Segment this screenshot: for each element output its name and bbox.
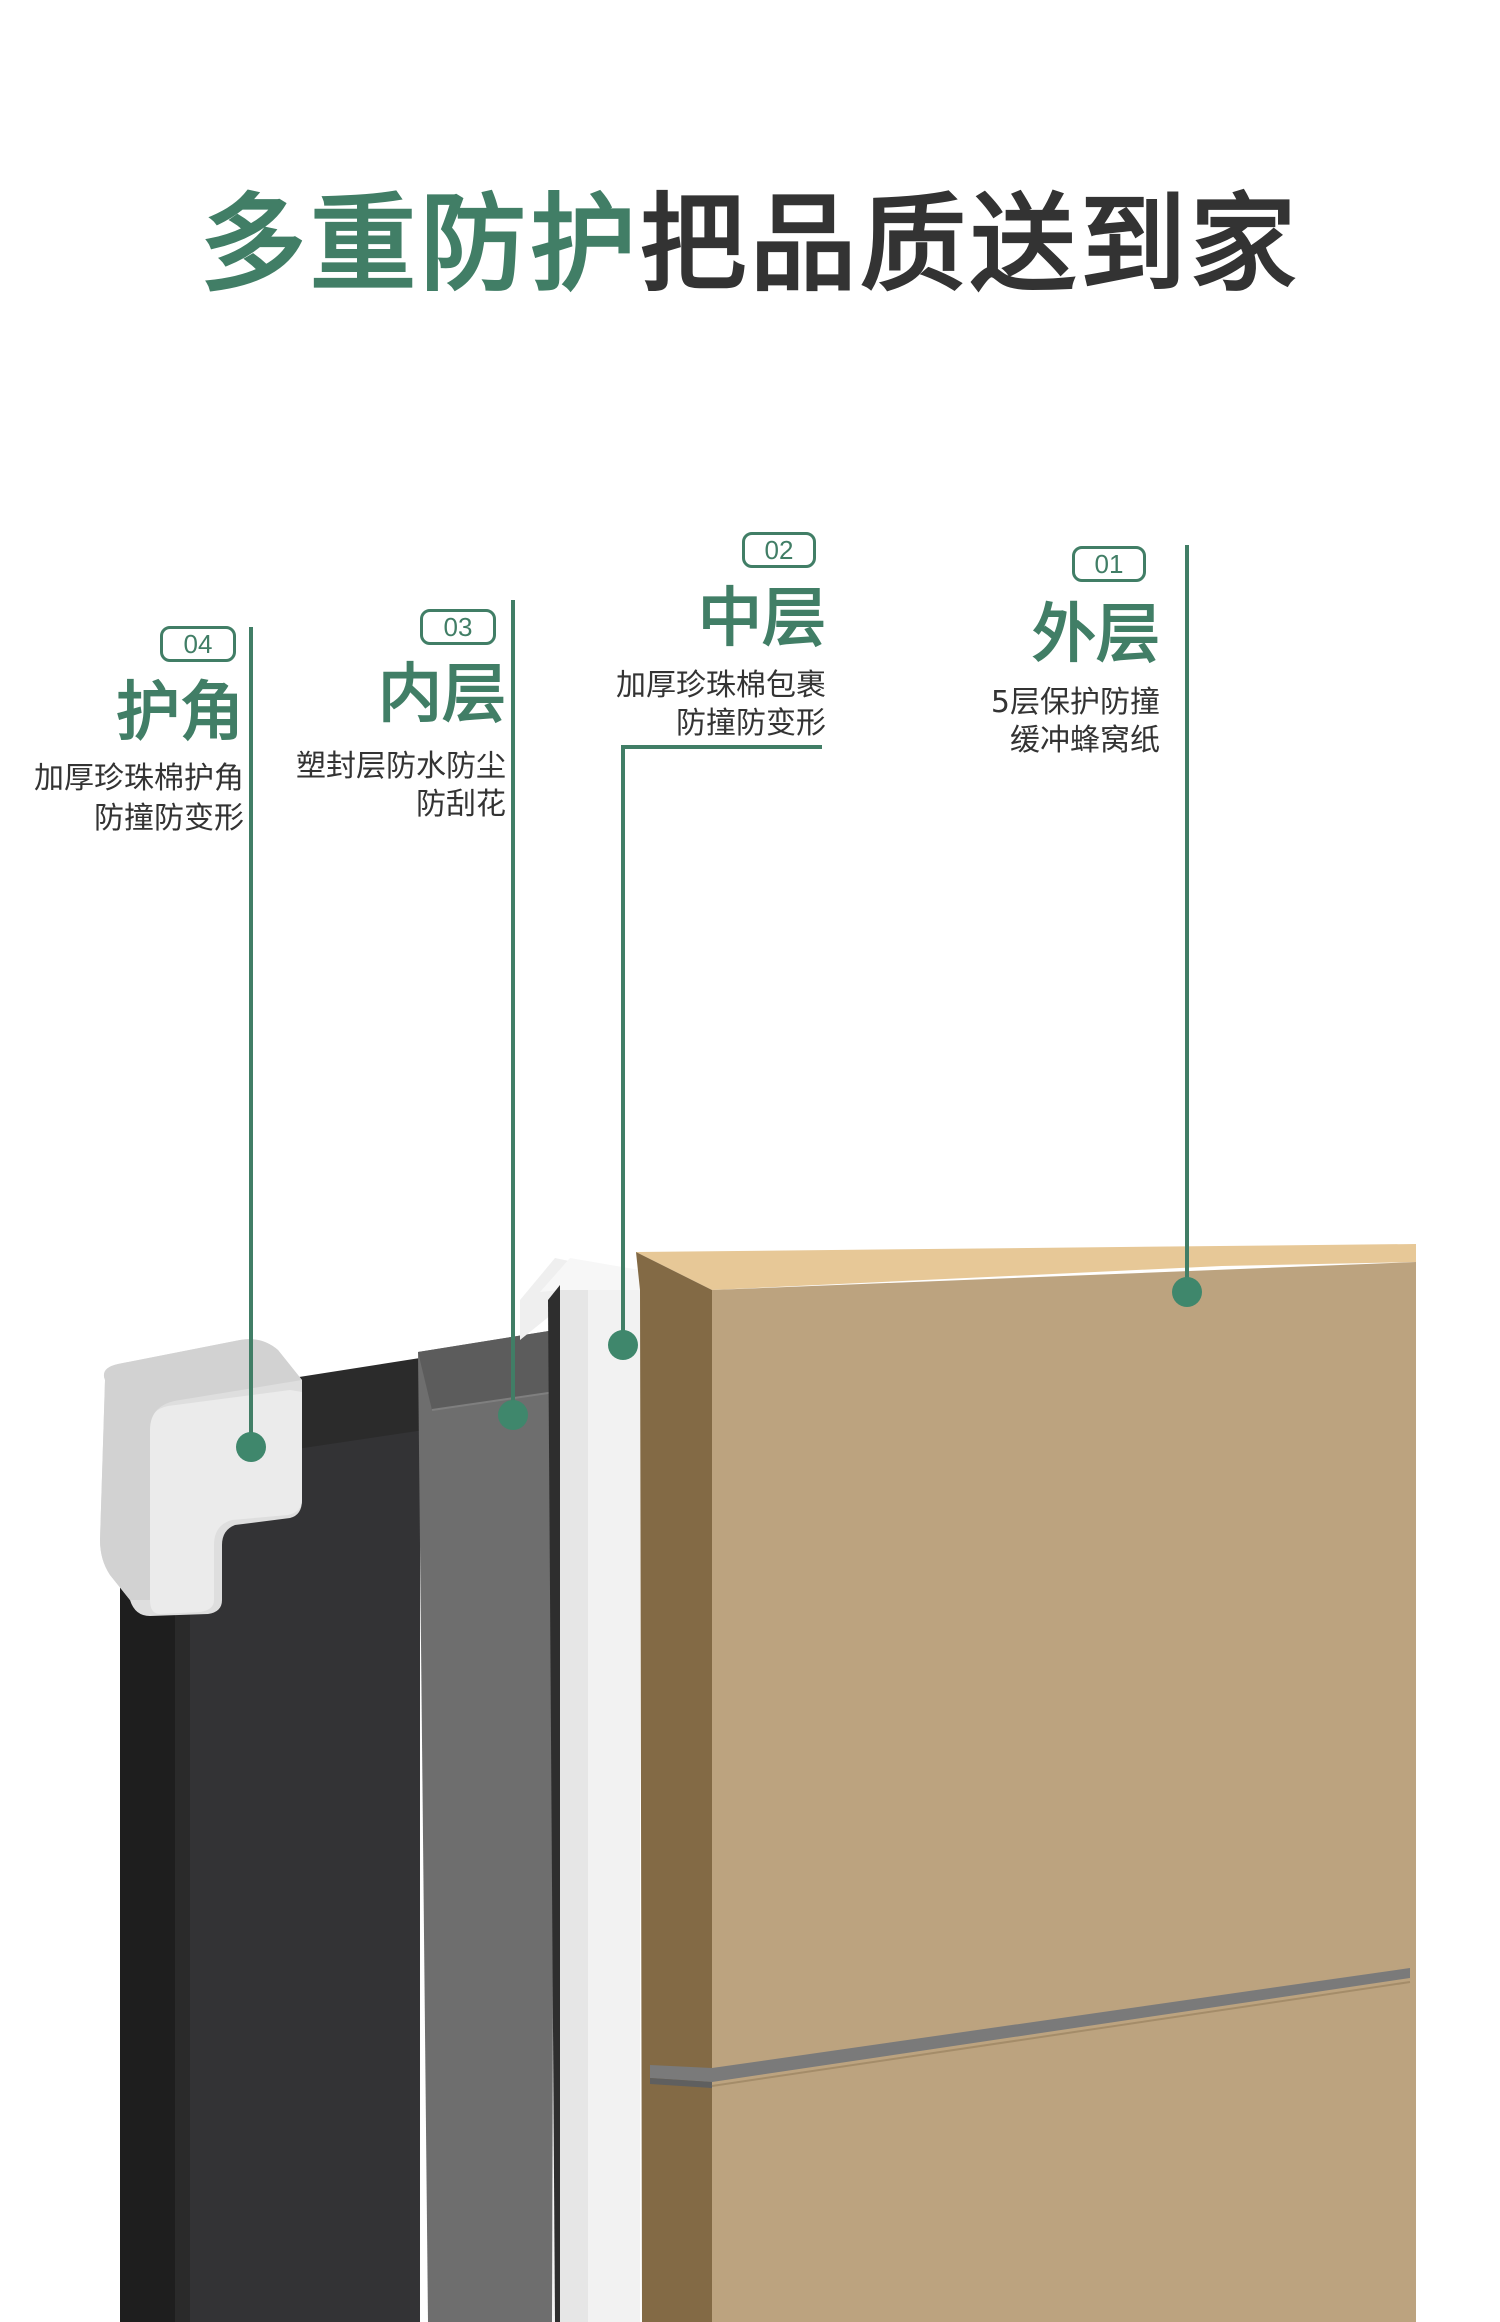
title-green-part: 多重防护 <box>200 183 640 306</box>
layer-03-leader-line <box>511 600 515 1415</box>
product-panel <box>120 1258 640 2322</box>
layer-04-leader-line <box>249 627 253 1447</box>
layer-01-badge: 01 <box>1072 546 1146 582</box>
layer-03-desc-line-1: 塑封层防水防尘 <box>296 749 506 784</box>
layer-04-desc-line-2: 防撞防变形 <box>94 801 244 836</box>
cardboard-box <box>636 1244 1416 2322</box>
layer-03-desc-line-2: 防刮花 <box>416 787 506 822</box>
title-dark-part: 把品质送到家 <box>640 183 1300 306</box>
layer-04-badge: 04 <box>160 626 236 662</box>
layer-02-leader-line-horizontal <box>621 745 822 749</box>
layer-02-desc-line-2: 防撞防变形 <box>676 706 826 741</box>
layer-02-badge: 02 <box>742 532 816 568</box>
layer-02-leader-line-vertical <box>621 745 625 1345</box>
layer-03-marker-dot <box>498 1400 528 1430</box>
page-title: 多重防护把品质送到家 <box>0 180 1500 310</box>
layer-03-heading: 内层 <box>378 658 506 732</box>
layer-01-heading: 外层 <box>1032 598 1160 672</box>
layer-02-desc-line-1: 加厚珍珠棉包裹 <box>616 668 826 703</box>
layer-01-desc-line-1: 5层保护防撞 <box>990 685 1160 720</box>
layer-02-marker-dot <box>608 1330 638 1360</box>
layer-04-heading: 护角 <box>116 676 244 750</box>
layer-02-heading: 中层 <box>698 582 826 656</box>
layer-01-desc-line-2: 缓冲蜂窝纸 <box>1010 723 1160 758</box>
layer-04-marker-dot <box>236 1432 266 1462</box>
layer-03-badge: 03 <box>420 609 496 645</box>
layer-01-leader-line <box>1185 545 1189 1293</box>
layer-01-marker-dot <box>1172 1277 1202 1307</box>
layer-04-desc-line-1: 加厚珍珠棉护角 <box>34 761 244 796</box>
